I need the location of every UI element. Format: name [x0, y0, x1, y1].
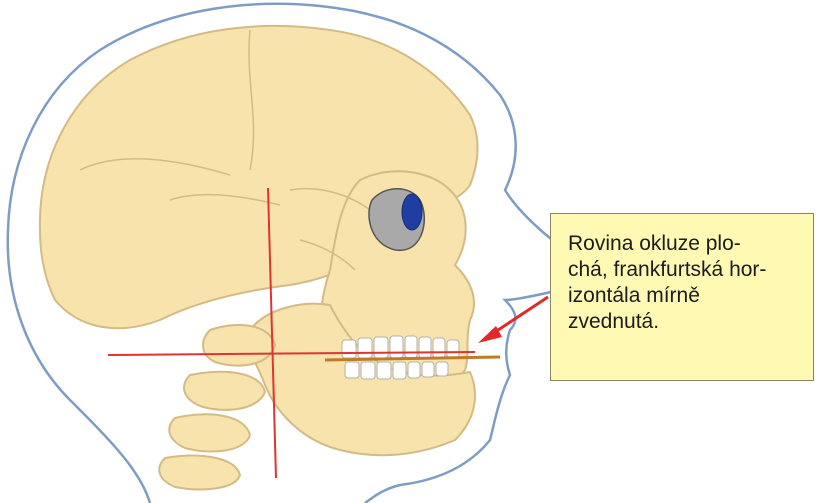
callout-line-3: izontála mírně [568, 283, 801, 309]
upper-teeth [342, 336, 459, 358]
arrow-icon [478, 297, 548, 343]
callout-box: Rovina okluze plo- chá, frankfurtská hor… [550, 213, 814, 381]
callout-line-2: chá, frankfurtská hor- [568, 257, 801, 283]
callout-line-1: Rovina okluze plo- [568, 231, 801, 257]
cervical-spine [159, 325, 275, 489]
callout-line-4: zvednutá. [568, 309, 801, 335]
eye-icon [402, 194, 422, 230]
